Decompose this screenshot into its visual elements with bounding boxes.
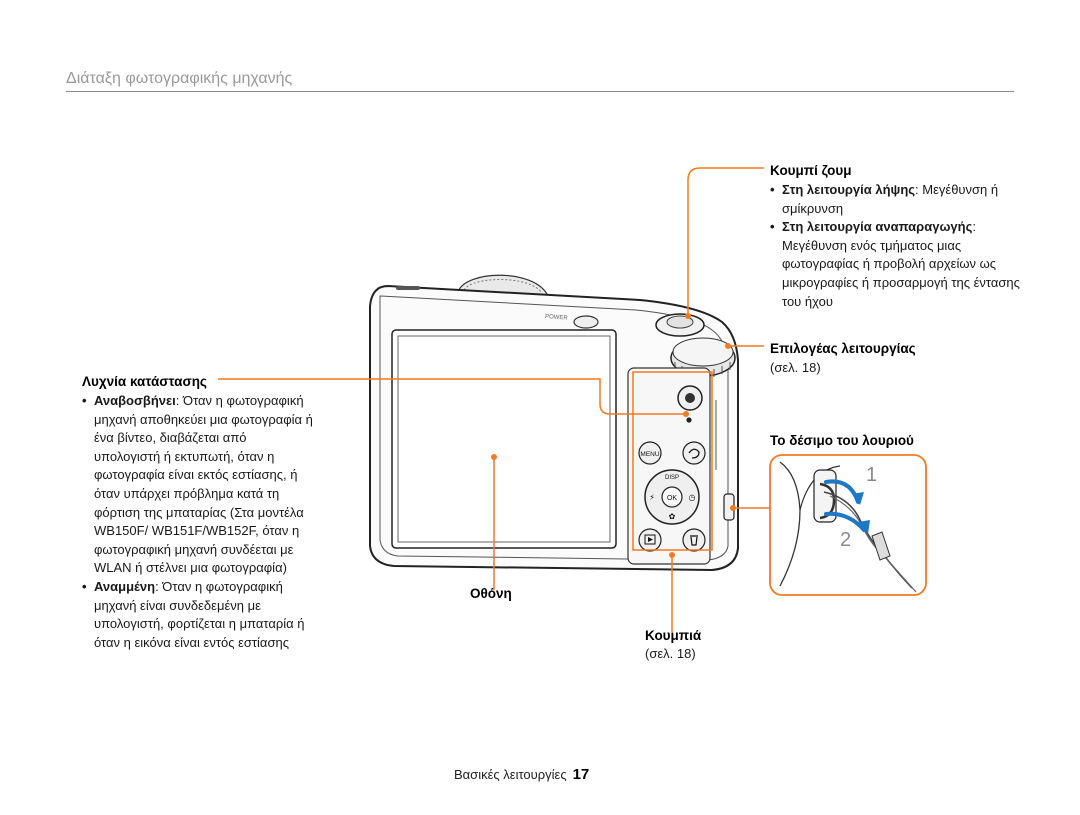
strap-step-2: 2: [840, 529, 851, 551]
strap-title: Το δέσιμο του λουριού: [770, 433, 914, 448]
ok-button: [661, 486, 683, 508]
delete-button: [682, 528, 706, 552]
svg-text:MENU: MENU: [640, 451, 659, 458]
footer-section: Βασικές λειτουργίες: [454, 767, 567, 782]
screen-label: Οθόνη: [470, 586, 512, 601]
buttons-ref: (σελ. 18): [645, 646, 696, 661]
zoom-item-playback: Στη λειτουργία αναπαραγωγής: Μεγέθυνση ε…: [770, 218, 1022, 311]
buttons-label: Κουμπιά: [645, 628, 702, 643]
mode-dial-title: Επιλογέας λειτουργίας: [770, 341, 916, 356]
zoom-button-title: Κουμπί ζουμ: [770, 163, 852, 178]
svg-text:OK: OK: [667, 495, 677, 502]
svg-text:✿: ✿: [669, 512, 676, 521]
mode-dial-ref: (σελ. 18): [770, 360, 821, 375]
page-footer: Βασικές λειτουργίες 17: [454, 766, 589, 783]
header-divider: [66, 91, 1014, 92]
zoom-button-description: Στη λειτουργία λήψης: Μεγέθυνση ή σμίκρυ…: [770, 181, 1022, 311]
status-lamp: [686, 417, 692, 423]
mode-dial: [670, 337, 736, 378]
zoom-item-shooting: Στη λειτουργία λήψης: Μεγέθυνση ή σμίκρυ…: [770, 181, 1022, 218]
svg-text:⚡: ⚡: [649, 493, 655, 502]
svg-text:◷: ◷: [689, 493, 696, 502]
strap-inset: 1 2: [769, 454, 927, 596]
power-label: POWER: [545, 314, 569, 322]
svg-text:DISP: DISP: [665, 475, 679, 481]
status-lamp-on: Αναμμένη: Όταν η φωτογραφική μηχανή είνα…: [82, 578, 314, 652]
status-lamp-blinking: Αναβοσβήνει: Όταν η φωτογραφική μηχανή α…: [82, 392, 314, 578]
power-button: [573, 315, 599, 329]
strap-step-1: 1: [866, 464, 877, 486]
menu-button: [638, 441, 662, 465]
back-button: [682, 441, 706, 465]
page-header-title: Διάταξη φωτογραφικής μηχανής: [66, 70, 293, 87]
page-number: 17: [572, 766, 590, 783]
status-lamp-title: Λυχνία κατάστασης: [82, 374, 207, 389]
status-lamp-description: Αναβοσβήνει: Όταν η φωτογραφική μηχανή α…: [82, 392, 314, 652]
